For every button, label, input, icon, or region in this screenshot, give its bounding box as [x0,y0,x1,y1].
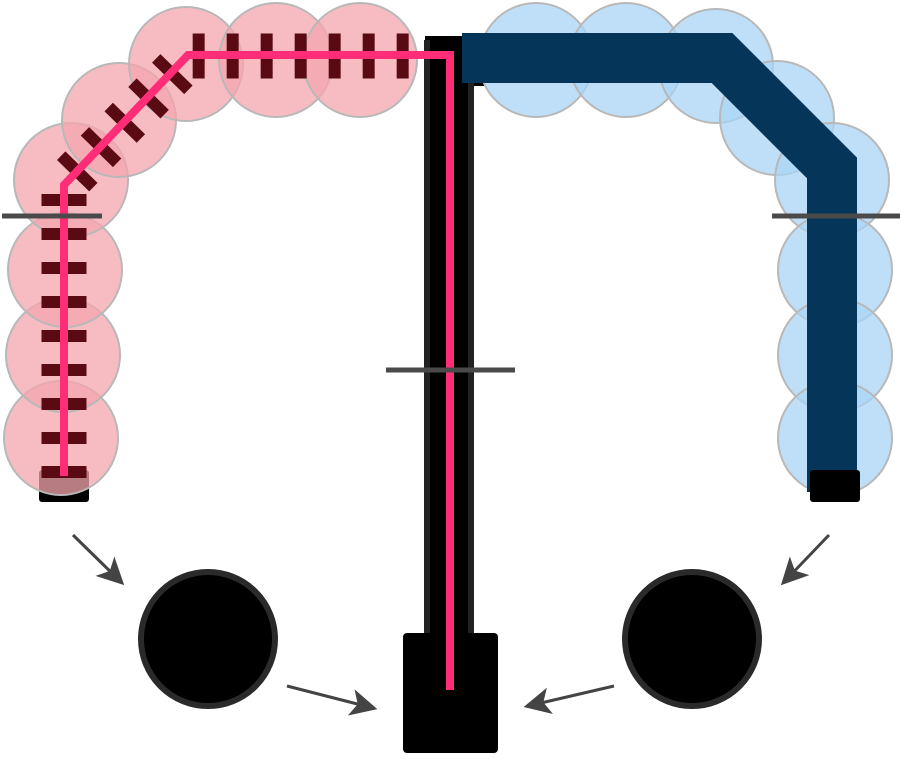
center-base-block [403,633,498,753]
pink-route-line [60,51,454,690]
arrow-icon [71,533,125,586]
left-node-circle [138,569,278,709]
right-node-circle [622,569,762,709]
arrow-icon [286,684,378,716]
right-dark-path [462,33,857,492]
arrow-icon [780,533,831,586]
tick-marks [2,213,900,373]
right-path-end-cap [810,470,860,502]
arrows [71,533,831,716]
nodes [138,569,762,709]
right-path-group [462,2,893,502]
arrow-icon [523,684,615,715]
